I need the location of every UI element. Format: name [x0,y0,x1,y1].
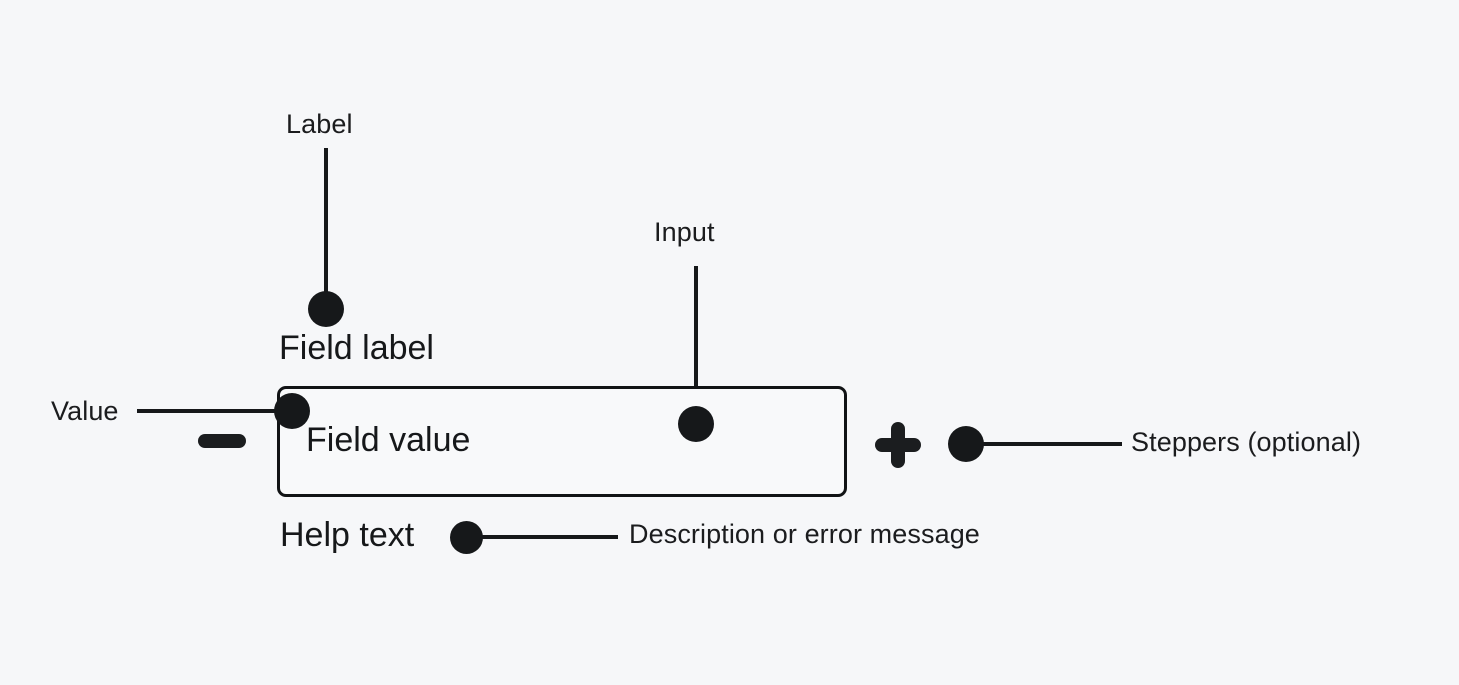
callout-help-message-text: Description or error message [629,519,980,549]
plus-icon-vertical-bar [891,422,905,468]
help-text-label: Help text [280,516,415,554]
connector-dot-value-icon [274,393,310,429]
number-field-input[interactable] [277,386,847,497]
connector-line-steppers-icon [964,442,1122,446]
connector-line-help-icon [466,535,618,539]
callout-label-text: Label [286,109,353,139]
connector-line-input-icon [694,266,698,426]
callout-input-text: Input [654,217,715,247]
callout-value-text: Value [51,396,119,426]
plus-icon[interactable] [875,422,921,468]
connector-line-label-icon [324,148,328,313]
connector-dot-input-icon [678,406,714,442]
field-value[interactable]: Field value [306,421,471,459]
connector-line-value-icon [137,409,295,413]
connector-dot-label-icon [308,291,344,327]
callout-steppers-text: Steppers (optional) [1131,427,1362,457]
minus-icon[interactable] [198,434,246,448]
field-label: Field label [279,329,434,367]
